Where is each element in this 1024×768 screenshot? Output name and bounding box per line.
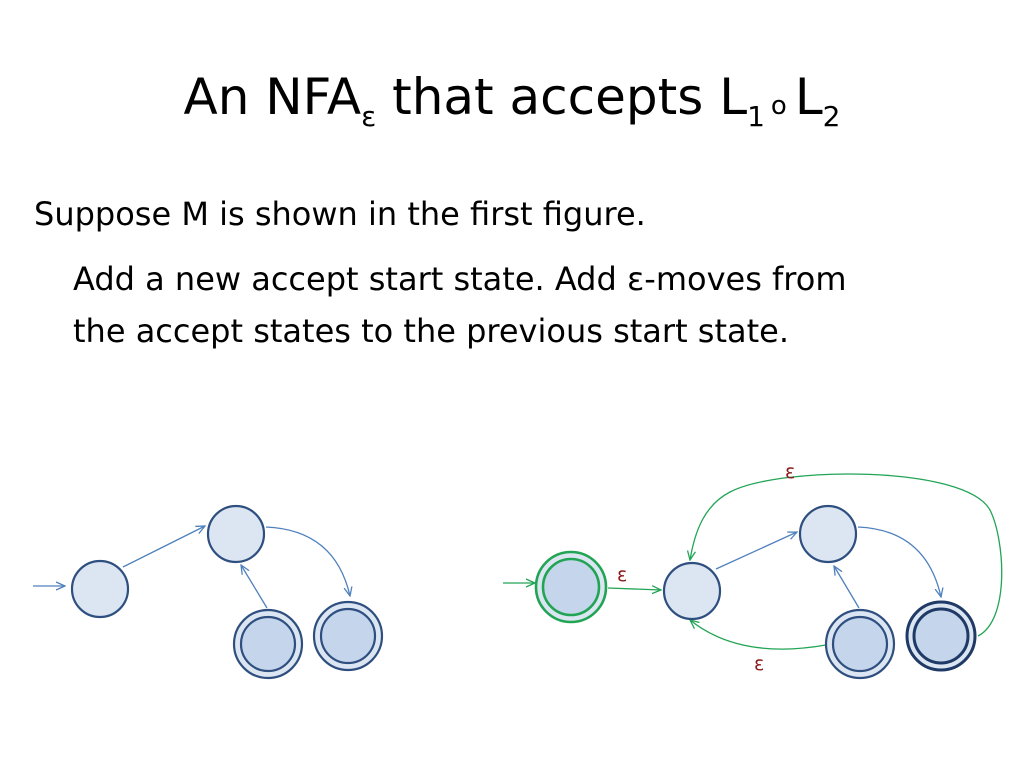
fig2-epsilon-accept-left-to-old-start — [690, 620, 827, 650]
fig1-edge-top-to-accept-right — [265, 526, 350, 596]
fig2-epsilon-label-bottom: ε — [754, 653, 764, 675]
fig1-accept-state-left — [232, 608, 304, 680]
fig2-new-accept-start-state — [534, 550, 608, 624]
fig2-epsilon-label-start: ε — [617, 564, 627, 586]
fig1-top-state — [206, 504, 266, 564]
fig2-top-state — [798, 504, 858, 564]
fig1-accept-state-right — [312, 600, 384, 672]
title-epsilon-subscript: ε — [361, 100, 377, 133]
fig2-edge-accept-left-to-top — [834, 566, 860, 609]
figure-1-machine-m — [33, 504, 384, 680]
fig1-edge-accept-left-to-top — [241, 565, 268, 609]
bullet-add-line-2: the accept states to the previous start … — [73, 312, 790, 350]
fig2-edge-top-to-accept-right — [857, 526, 941, 597]
fig2-edge-start-to-top — [715, 532, 797, 570]
title-concat-operator: o — [770, 91, 787, 121]
bullet-suppose: Suppose M is shown in the first figure. — [34, 195, 646, 233]
bullet-add-line-1: Add a new accept start state. Add ε-move… — [73, 260, 847, 298]
fig2-epsilon-new-to-old-start — [607, 588, 661, 590]
figure-2-nfa-epsilon: ε ε ε — [503, 461, 1003, 680]
title-middle: that accepts L — [376, 68, 748, 126]
fig2-accept-state-left — [824, 608, 896, 680]
fig2-epsilon-accept-right-to-old-start — [690, 473, 1003, 637]
fig1-start-state — [70, 559, 130, 619]
fig2-accept-state-right — [905, 600, 977, 672]
title-lang2: L — [794, 68, 823, 126]
fig1-edge-start-to-top — [122, 526, 205, 568]
title-prefix: An NFA — [183, 68, 362, 126]
title-subscript-1: 1 — [747, 100, 765, 133]
fig2-old-start-state — [662, 561, 722, 621]
fig2-epsilon-label-top: ε — [785, 461, 795, 483]
title-subscript-2: 2 — [822, 100, 841, 133]
